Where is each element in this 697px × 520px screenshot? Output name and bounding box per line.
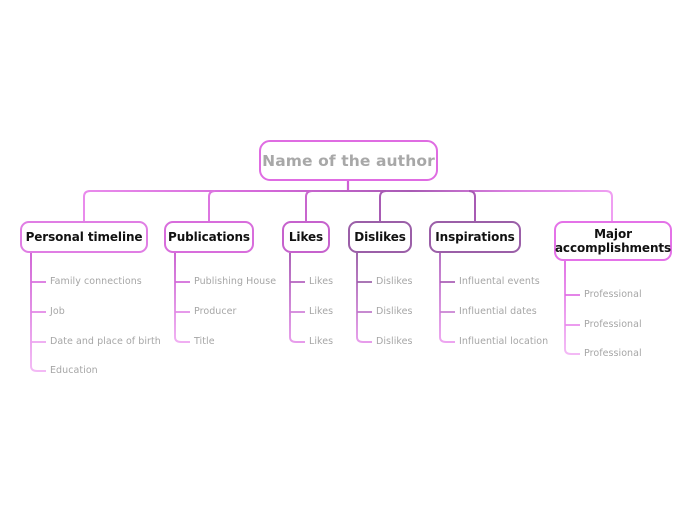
leaf-item[interactable]: Dislikes xyxy=(376,336,413,347)
leaf-item[interactable]: Date and place of birth xyxy=(50,336,161,347)
leaf-item[interactable]: Professional xyxy=(584,319,642,330)
leaf-item[interactable]: Producer xyxy=(194,306,237,317)
branch-node-dislikes[interactable]: Dislikes xyxy=(348,221,412,253)
leaf-item[interactable]: Education xyxy=(50,365,98,376)
branch-node-label: Dislikes xyxy=(354,230,406,244)
leaf-item[interactable]: Professional xyxy=(584,348,642,359)
leaf-item[interactable]: Family connections xyxy=(50,276,142,287)
leaf-item[interactable]: Publishing House xyxy=(194,276,277,287)
leaf-item[interactable]: Influential location xyxy=(459,336,549,347)
leaf-item[interactable]: Dislikes xyxy=(376,306,413,317)
branch-node-personal-timeline[interactable]: Personal timeline xyxy=(20,221,148,253)
leaf-item[interactable]: Dislikes xyxy=(376,276,413,287)
leaf-item[interactable]: Professional xyxy=(584,289,642,300)
branch-node-major-accomplishments[interactable]: Major accomplishments xyxy=(554,221,672,261)
branch-node-label: Publications xyxy=(168,230,250,244)
branch-node-label: Likes xyxy=(288,230,324,244)
branch-node-publications[interactable]: Publications xyxy=(164,221,254,253)
branch-node-label: Inspirations xyxy=(435,230,515,244)
root-node[interactable]: Name of the author xyxy=(259,140,438,181)
branch-node-inspirations[interactable]: Inspirations xyxy=(429,221,521,253)
leaf-item[interactable]: Influental events xyxy=(459,276,540,287)
leaf-item[interactable]: Job xyxy=(50,306,65,317)
branch-node-label: Major accomplishments xyxy=(554,227,672,255)
leaf-item[interactable]: Title xyxy=(194,336,215,347)
root-node-label: Name of the author xyxy=(262,151,435,170)
leaf-item[interactable]: Influential dates xyxy=(459,306,537,317)
branch-node-label: Personal timeline xyxy=(25,230,143,244)
leaf-item[interactable]: Likes xyxy=(309,336,334,347)
leaf-item[interactable]: Likes xyxy=(309,276,334,287)
branch-node-likes[interactable]: Likes xyxy=(282,221,330,253)
leaf-item[interactable]: Likes xyxy=(309,306,334,317)
